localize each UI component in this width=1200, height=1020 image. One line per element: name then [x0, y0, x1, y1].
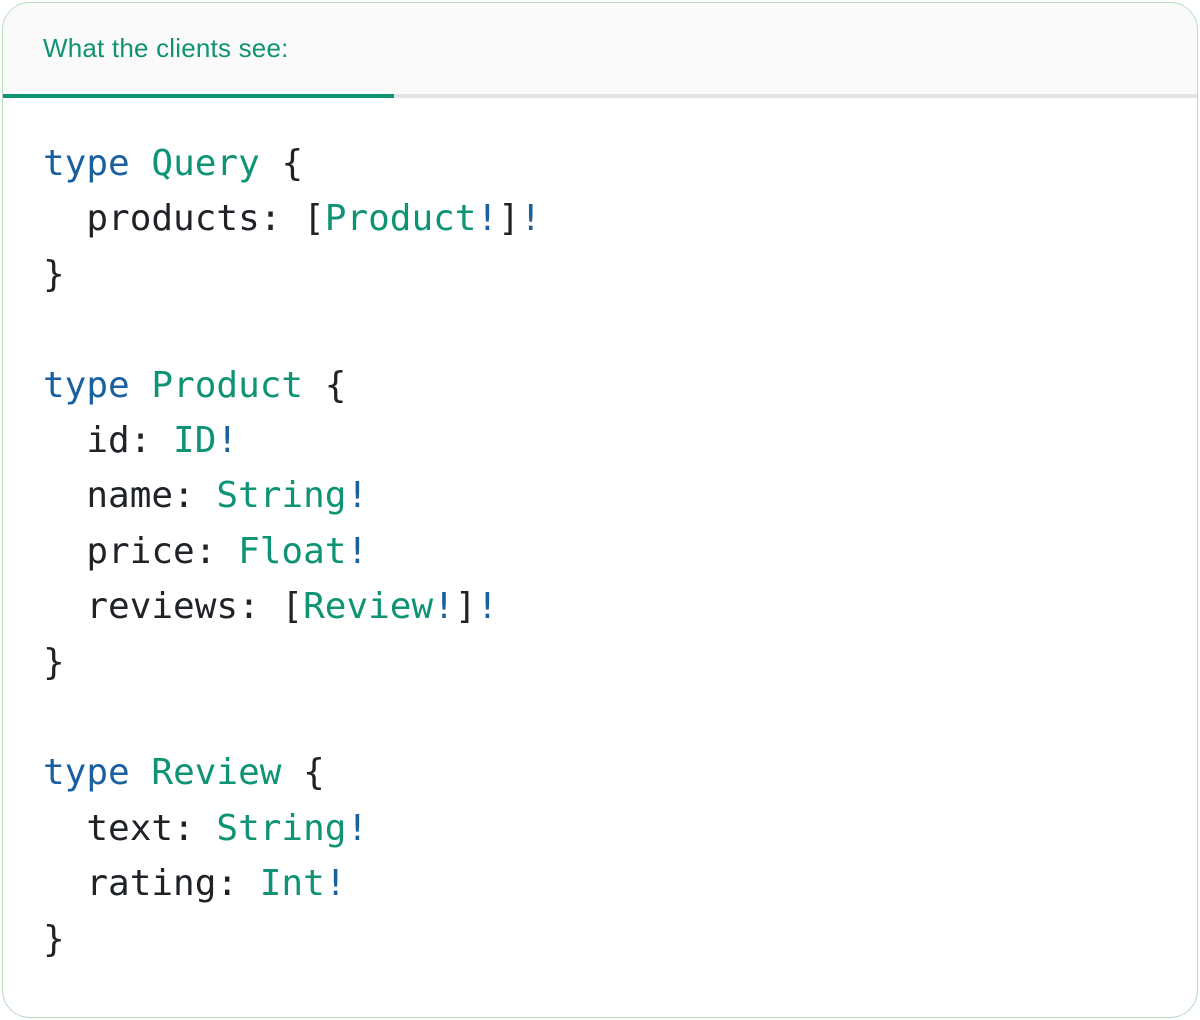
- code-token-type: Product: [151, 364, 304, 406]
- code-token-plain: id:: [43, 420, 174, 462]
- code-line: id: ID!: [43, 413, 1157, 468]
- active-tab-underline: [3, 94, 394, 98]
- code-token-plain: [130, 752, 152, 793]
- code-line: price: Float!: [43, 524, 1157, 579]
- tab-what-clients-see[interactable]: What the clients see:: [43, 33, 289, 63]
- code-token-type: Review: [151, 752, 282, 794]
- code-line: }: [43, 635, 1157, 690]
- code-token-plain: {: [259, 143, 304, 184]
- code-line: products: [Product!]!: [43, 191, 1157, 246]
- code-token-plain: price:: [43, 530, 239, 572]
- code-line: type Query {: [43, 136, 1157, 191]
- code-line: type Review {: [43, 745, 1157, 800]
- code-token-type: String: [216, 807, 347, 849]
- code-token-plain: ]: [498, 198, 520, 240]
- code-line: reviews: [Review!]!: [43, 579, 1157, 634]
- code-token-kw: type: [43, 752, 130, 794]
- code-token-plain: }: [43, 253, 65, 295]
- code-token-plain: name:: [43, 475, 217, 517]
- code-token-kw: type: [43, 143, 130, 184]
- code-token-bang: !: [476, 198, 499, 240]
- code-line: name: String!: [43, 468, 1157, 523]
- card-header: What the clients see:: [3, 3, 1197, 98]
- code-token-plain: {: [281, 752, 325, 794]
- code-token-plain: }: [43, 641, 65, 683]
- code-token-type: Product: [324, 198, 477, 240]
- code-token-plain: ]: [454, 586, 477, 628]
- code-line: type Product {: [43, 358, 1157, 413]
- code-token-plain: [130, 365, 152, 406]
- graphql-schema-code: type Query { products: [Product!]!} type…: [3, 98, 1197, 967]
- code-line-blank: [43, 690, 1157, 745]
- code-token-bang: !: [476, 586, 499, 628]
- code-line-blank: [43, 302, 1157, 357]
- code-token-type: Float: [238, 530, 347, 572]
- code-token-bang: !: [324, 863, 347, 905]
- code-token-plain: [130, 143, 152, 184]
- code-token-bang: !: [346, 530, 369, 572]
- code-token-type: Int: [259, 863, 325, 905]
- code-token-bang: !: [216, 420, 239, 462]
- code-token-plain: reviews: [: [43, 586, 304, 628]
- code-token-bang: !: [433, 586, 455, 628]
- code-token-bang: !: [519, 198, 542, 240]
- code-line: }: [43, 912, 1157, 967]
- code-token-type: ID: [173, 420, 217, 462]
- code-token-plain: text:: [43, 807, 217, 849]
- code-token-type: Review: [303, 586, 434, 628]
- code-token-plain: }: [43, 918, 65, 960]
- code-line: text: String!: [43, 801, 1157, 856]
- code-token-bang: !: [346, 475, 369, 517]
- code-line: }: [43, 247, 1157, 302]
- code-token-plain: {: [303, 364, 347, 406]
- code-line: rating: Int!: [43, 856, 1157, 911]
- code-token-type: String: [216, 475, 347, 517]
- code-token-type: Query: [151, 143, 260, 184]
- code-token-plain: products: [: [43, 198, 325, 240]
- code-token-kw: type: [43, 364, 130, 406]
- code-token-bang: !: [346, 807, 369, 849]
- code-token-plain: rating:: [43, 863, 260, 905]
